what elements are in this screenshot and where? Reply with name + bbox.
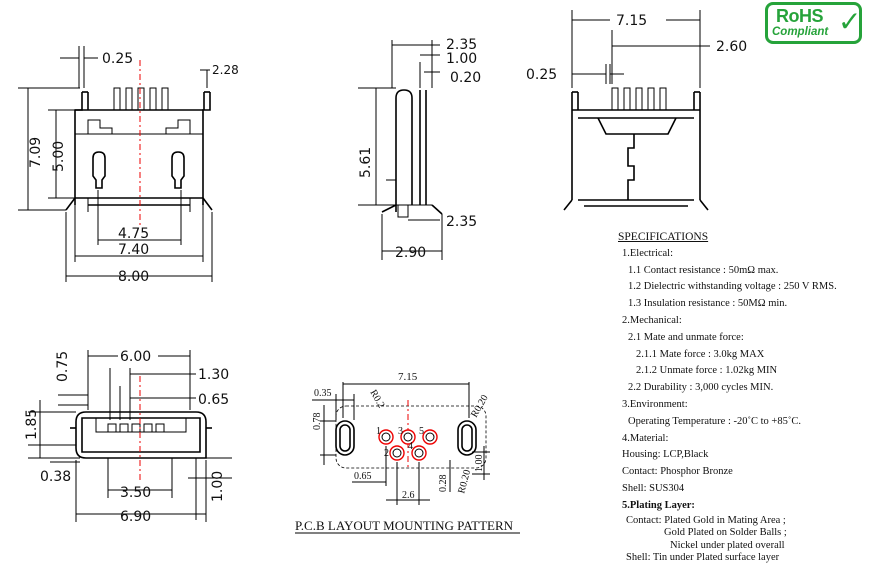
spec-line: 2.2 Durability : 3,000 cycles MIN. [628,382,774,394]
dim-1.30: 1.30 [198,367,229,383]
side-view: 2.35 1.00 0.20 5.61 2.35 2.90 [358,37,481,261]
pcb-dim-0.35: 0.35 [314,388,332,399]
dim-7.15: 7.15 [616,13,647,29]
specifications-heading: SPECIFICATIONS [618,231,709,243]
pcb-dim-0.28: 0.28 [438,475,449,493]
dim-8.00: 8.00 [118,269,149,285]
pin-label-1: 1 [376,426,381,437]
dim-1.85: 1.85 [24,409,40,440]
spec-line: Nickel under plated overall [670,539,785,551]
spec-line: Housing: LCP,Black [622,449,709,461]
spec-line: Contact: Plated Gold in Mating Area ; [626,514,786,526]
solder-pad-5 [422,429,438,445]
solder-pad-4 [411,445,427,461]
spec-line: Shell: SUS304 [622,482,685,494]
dim-0.25-back: 0.25 [526,67,557,83]
pcb-dim-7.15: 7.15 [398,371,418,383]
dim-2.90: 2.90 [395,245,426,261]
rohs-logo-text: RoHS [776,6,824,26]
dim-5.00: 5.00 [51,141,67,172]
dim-0.25: 0.25 [102,51,133,67]
back-view: 7.15 2.60 0.25 [526,10,747,211]
pcb-dim-2.6: 2.6 [402,490,415,501]
mounting-pad-right [457,420,477,456]
dim-7.40: 7.40 [118,242,149,258]
solder-pad-3 [400,429,416,445]
rohs-logo-subtext: Compliant [772,26,829,38]
dim-0.75: 0.75 [55,351,71,382]
dim-6.00: 6.00 [120,349,151,365]
check-mark-icon: ✓ [838,5,862,38]
spec-line: Gold Plated on Solder Balls ; [664,527,787,539]
spec-line: 2.1.2 Unmate force : 1.02kg MIN [636,365,778,377]
solder-pad-2 [389,445,405,461]
dim-2.60: 2.60 [716,39,747,55]
dim-5.61: 5.61 [358,147,374,178]
spec-line: 1.3 Insulation resistance : 50MΩ min. [628,298,788,310]
dim-1.00-end: 1.00 [210,471,226,502]
pin-label-5: 5 [419,426,424,437]
spec-line: 2.Mechanical: [622,314,682,326]
spec-line: 4.Material: [622,432,669,444]
pcb-title: P.C.B LAYOUT MOUNTING PATTERN [295,518,514,533]
dim-6.90: 6.90 [120,509,151,525]
pcb-layout: 1 2 3 4 5 7.15 0.35 0.78 R0.2 R0.20 R0.2… [295,371,520,534]
specifications-block: SPECIFICATIONS 1.Electrical: 1.1 Contact… [618,229,868,565]
spec-line: 1.2 Dielectric withstanding voltage : 25… [628,281,837,293]
pin-label-4: 4 [408,441,413,452]
mounting-pad-left [335,420,355,456]
pcb-dim-1.00: 1.00 [474,455,485,473]
pin-label-3: 3 [398,426,403,437]
dim-7.09: 7.09 [28,137,44,168]
spec-line: 2.1 Mate and unmate force: [628,331,744,343]
pcb-dim-0.78: 0.78 [312,413,323,431]
dim-2.28: 2.28 [212,63,239,77]
spec-line: 2.1.1 Mate force : 3.0kg MAX [636,348,765,360]
pcb-radius-0.2: R0.2 [367,388,386,410]
dim-0.65: 0.65 [198,392,229,408]
dim-0.38: 0.38 [40,469,71,485]
end-view: 6.00 0.75 1.30 0.65 1.85 0.38 3.50 1.00 … [24,349,232,525]
dim-1.00: 1.00 [446,51,477,67]
spec-line: 1.1 Contact resistance : 50mΩ max. [628,264,779,276]
front-view: 0.25 2.28 7.09 5.00 4.75 7.40 8.00 [18,46,239,285]
spec-line: 3.Environment: [622,398,688,410]
dim-2.35-top: 2.35 [446,37,477,53]
pcb-radius-0.20-bottom: R0.20 [456,469,473,495]
spec-line: 1.Electrical: [622,247,674,259]
dim-0.20: 0.20 [450,70,481,86]
spec-line: 5.Plating Layer: [622,499,695,511]
spec-line: Operating Temperature : -20˚C to +85˚C. [628,415,801,427]
solder-pad-1 [378,429,394,445]
dim-2.35-bottom: 2.35 [446,214,477,230]
spec-line: Shell: Tin under Plated surface layer [626,552,780,564]
rohs-logo: RoHS Compliant ✓ [765,2,862,44]
pcb-dim-0.65: 0.65 [354,471,372,482]
dim-3.50: 3.50 [120,485,151,501]
dim-4.75: 4.75 [118,226,149,242]
spec-line: Contact: Phosphor Bronze [622,466,733,478]
